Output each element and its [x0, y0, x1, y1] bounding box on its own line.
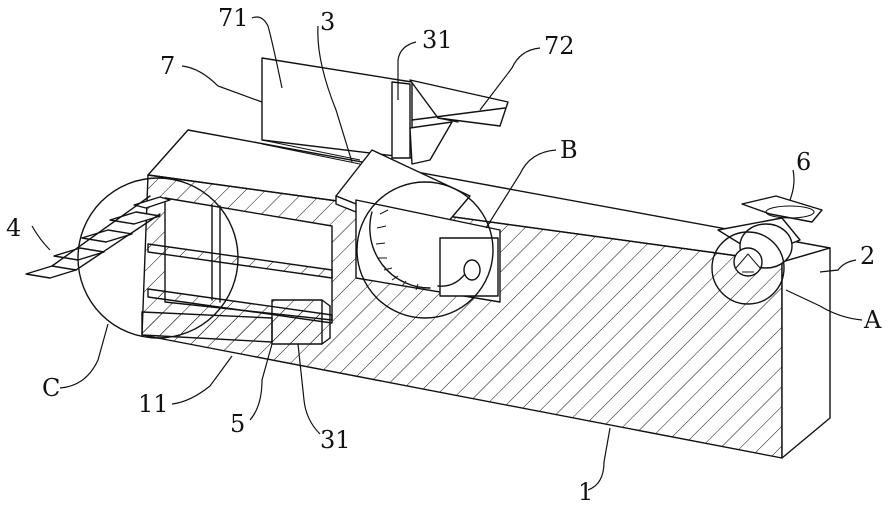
- label-c: C: [42, 374, 60, 402]
- label-31-bottom: 31: [320, 426, 351, 454]
- label-1: 1: [578, 478, 593, 506]
- label-71: 71: [218, 4, 249, 32]
- label-b: B: [560, 136, 578, 164]
- label-a: A: [863, 306, 882, 334]
- knob: [464, 260, 480, 280]
- label-2: 2: [860, 242, 875, 270]
- label-72: 72: [544, 32, 575, 60]
- label-31-top: 31: [422, 26, 453, 54]
- label-5: 5: [230, 410, 245, 438]
- label-11: 11: [138, 390, 169, 418]
- block-5: [272, 300, 322, 344]
- hopper: [262, 58, 508, 164]
- label-3: 3: [320, 8, 335, 36]
- hopper-support: [392, 82, 410, 158]
- step-plate-3: [82, 230, 132, 242]
- hopper-brace: [410, 122, 452, 164]
- label-7: 7: [160, 52, 175, 80]
- step-plate-1: [26, 266, 76, 278]
- plate-71: [262, 58, 412, 158]
- housing-end-face: [782, 248, 830, 458]
- plate-72: [410, 80, 508, 126]
- label-4: 4: [6, 214, 21, 242]
- label-6: 6: [796, 148, 811, 176]
